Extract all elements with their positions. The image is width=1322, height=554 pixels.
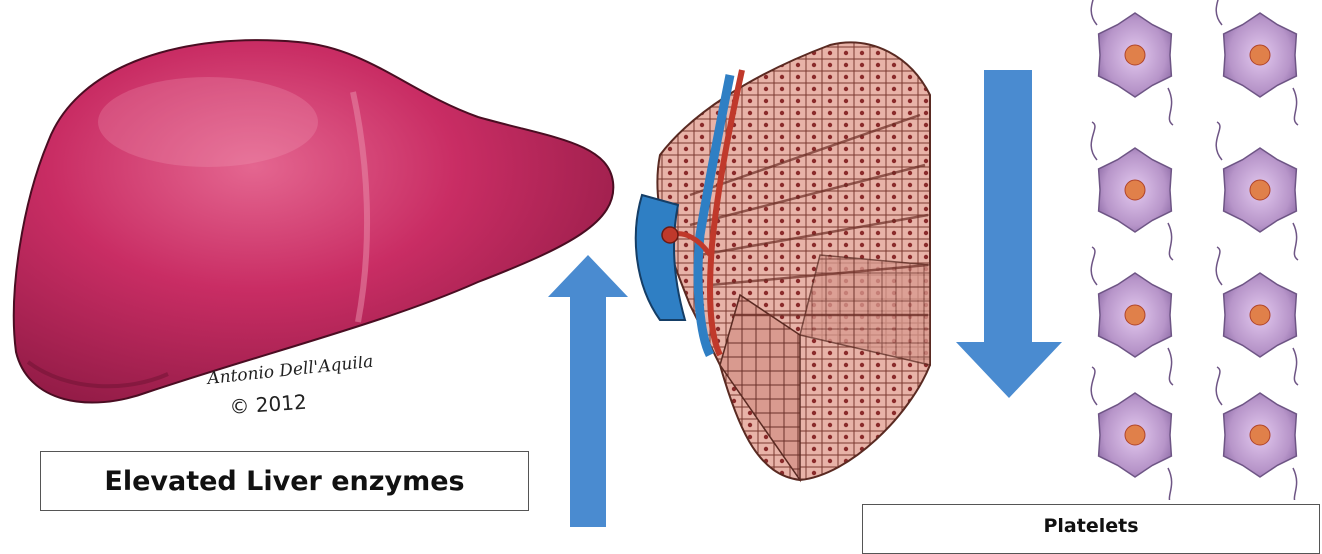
platelet-cell <box>1091 0 1173 125</box>
liver-lobule-illustration <box>630 35 940 485</box>
platelet-cell <box>1091 247 1173 385</box>
signature-graphic: Antonio Dell'Aquila © 2012 <box>200 356 380 426</box>
signature-copyright: © 2012 <box>229 390 308 419</box>
platelet-cell <box>1091 122 1173 260</box>
platelet-cell <box>1216 367 1298 500</box>
platelet-cell <box>1091 367 1173 500</box>
elevated-liver-enzymes-label: Elevated Liver enzymes <box>40 451 529 511</box>
platelets-label: Platelets <box>862 504 1320 554</box>
platelet-cell-group <box>1091 0 1298 500</box>
platelet-cell <box>1216 247 1298 385</box>
platelets-illustration <box>1060 0 1322 500</box>
platelet-cell <box>1216 0 1298 125</box>
artist-signature: Antonio Dell'Aquila © 2012 <box>200 356 380 426</box>
arrow-up-icon <box>548 255 628 527</box>
platelet-cell <box>1216 122 1298 260</box>
arrow-down-icon <box>956 70 1062 398</box>
signature-name: Antonio Dell'Aquila <box>204 356 374 389</box>
